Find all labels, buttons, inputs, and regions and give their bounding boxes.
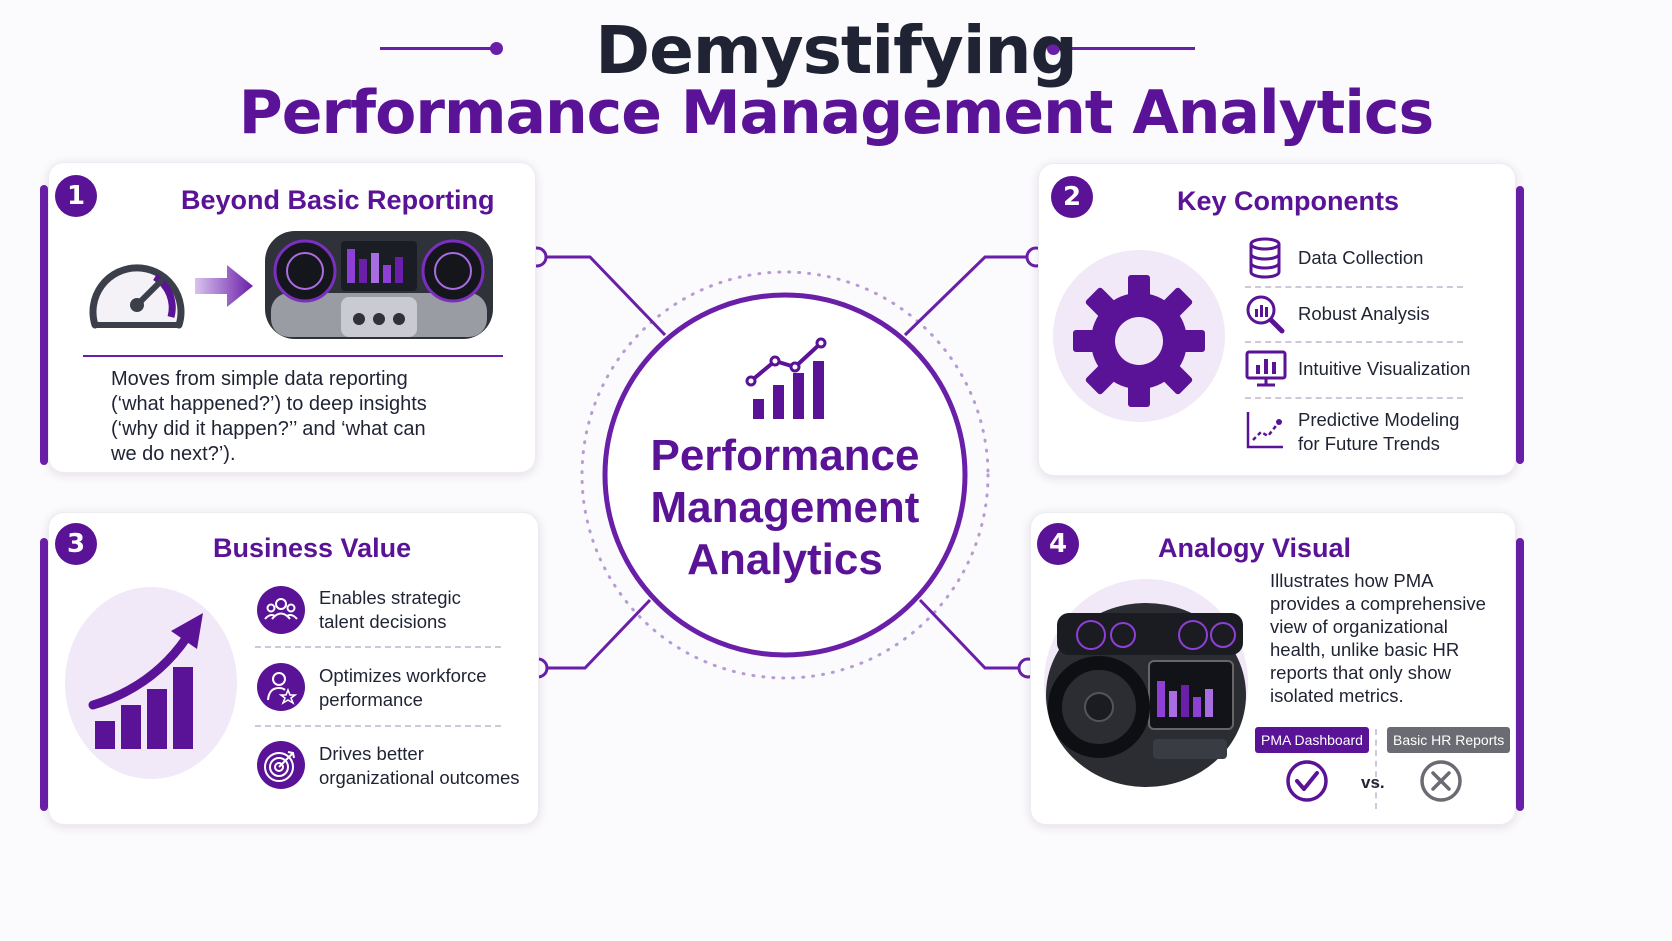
card-1-title: Beyond Basic Reporting [181,185,495,215]
card-4-number: 4 [1037,523,1079,565]
monitor-chart-icon [1245,350,1287,387]
value-divider [255,646,501,648]
compare-divider [1375,729,1377,809]
gear-icon [1053,250,1225,422]
connector-2 [903,255,1033,337]
card-1-number: 1 [55,175,97,217]
center-title: Performance Management Analytics [650,431,920,584]
title-rule-right [1055,47,1195,50]
trend-line-icon [1246,412,1283,449]
pma-dashboard-label: PMA Dashboard [1255,727,1369,753]
car-interior-image [1044,579,1248,787]
speedometer-icon [89,264,185,329]
value-item-label: Drives better organizational outcomes [319,743,520,788]
value-item-label: Enables strategic talent decisions [319,587,461,632]
component-divider [1245,397,1463,399]
value-item-label: Optimizes workforce performance [319,665,487,710]
connector-3 [540,598,652,670]
card-4-accent [1516,538,1524,811]
magnifier-chart-icon [1246,295,1285,334]
vs-label: vs. [1361,773,1385,792]
component-divider [1245,286,1463,288]
card-2-number: 2 [1051,176,1093,218]
growth-chart-icon [745,337,827,419]
card-key-components: 2 Key Components Data Collection [1038,163,1516,476]
database-icon [1249,237,1281,279]
card-1-accent [40,185,48,465]
card-2-title: Key Components [1177,186,1400,216]
component-item-label: Predictive Modeling for Future Trends [1298,409,1460,454]
component-divider [1245,341,1463,343]
card-4-description: Illustrates how PMA provides a comprehen… [1270,570,1486,706]
target-icon [257,741,305,789]
center-dotted-ring [580,270,990,680]
basic-hr-reports-label: Basic HR Reports [1387,727,1511,753]
card-3-accent [40,538,48,811]
card-1-divider [83,355,503,357]
component-item-label: Data Collection [1298,247,1424,268]
card-1-description: Moves from simple data reporting (‘what … [111,368,427,465]
bar-growth-icon [65,587,237,779]
title-dot-right [1047,42,1060,55]
page-subtitle: Performance Management Analytics [238,78,1434,148]
card-3-title: Business Value [213,533,412,563]
connector-4 [918,598,1028,670]
team-icon [257,586,305,634]
arrow-right-icon [195,265,253,307]
card-3-number: 3 [55,523,97,565]
person-star-icon [257,663,305,711]
component-item-label: Intuitive Visualization [1298,358,1471,379]
title-rule-left [380,47,498,50]
check-circle-icon [1286,760,1328,802]
center-circle [602,292,968,658]
card-2-accent [1516,186,1524,464]
x-circle-icon [1420,760,1462,802]
card-beyond-basic-reporting: 1 Beyond Basic Reporting Moves from simp… [48,162,536,473]
page-title: Demystifying [595,12,1077,89]
value-divider [255,725,501,727]
connector-1 [540,255,667,337]
component-item-label: Robust Analysis [1298,303,1430,324]
card-4-title: Analogy Visual [1158,533,1352,563]
card-analogy-visual: 4 Analogy Visual Illustrates how PMA pro… [1030,512,1516,825]
car-dashboard-image [265,231,493,339]
title-dot-left [490,42,503,55]
card-business-value: 3 Business Value Enables strategic talen… [48,512,539,825]
